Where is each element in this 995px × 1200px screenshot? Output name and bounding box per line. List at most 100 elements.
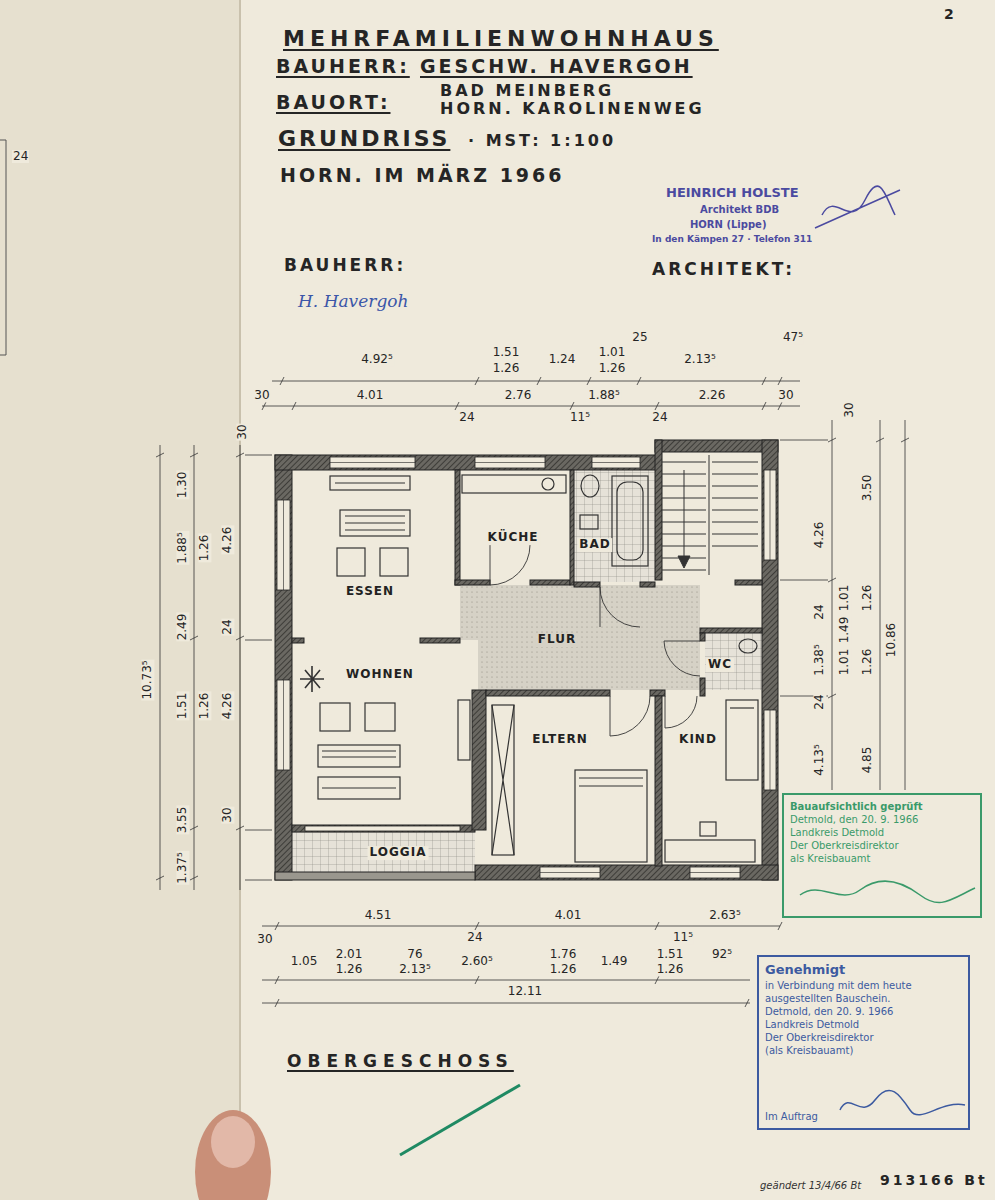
dimension-label: 1.26 — [198, 534, 211, 563]
approval-stamp: Genehmigtin Verbindung mit dem heute aus… — [757, 955, 970, 1130]
approval-stamp: Bauaufsichtlich geprüftDetmold, den 20. … — [782, 793, 982, 918]
dimension-label: 25 — [631, 331, 648, 344]
back-page-frame — [0, 140, 6, 355]
handwritten-name: H. Havergoh — [298, 292, 408, 312]
dimension-label: 1.49 — [838, 616, 851, 645]
stamp-text: Genehmigt — [765, 962, 962, 979]
dimension-label: 47⁵ — [782, 331, 804, 344]
dimension-label: 1.51 — [656, 948, 685, 961]
pen-stroke — [400, 1085, 520, 1155]
room-name: LOGGIA — [368, 846, 429, 860]
dimension-label: 2.49 — [176, 613, 189, 642]
loggia-parapet — [275, 872, 475, 880]
dimension-label: 1.76 — [549, 948, 578, 961]
room: WC — [705, 633, 762, 690]
dimension-label: 24 — [12, 150, 29, 163]
dimension-label: 1.26 — [598, 362, 627, 375]
dimension-label: 24 — [221, 618, 234, 635]
stamp-text: Bauaufsichtlich geprüft — [790, 800, 974, 813]
dimension-label: 24 — [651, 411, 668, 424]
dimension-label: 1.51 — [492, 346, 521, 359]
dimension-label: 24 — [813, 693, 826, 710]
heading-text: · MST: 1:100 — [468, 132, 616, 150]
room: BAD — [574, 470, 655, 582]
dimension-label: 2.26 — [698, 389, 727, 402]
room: ESSEN — [292, 470, 455, 638]
dimension-label: 4.92⁵ — [360, 353, 394, 366]
dimension-label: 1.26 — [656, 963, 685, 976]
dimension-label: 11⁵ — [672, 931, 694, 944]
dimension-label: 1.26 — [335, 963, 364, 976]
stamp-text: Landkreis Detmold — [765, 1018, 962, 1031]
dimension-label: 1.01 — [598, 346, 627, 359]
stamp-text: Der Oberkreisdirektor — [765, 1031, 962, 1044]
dimension-label: 2.13⁵ — [398, 963, 432, 976]
dimension-label: 4.01 — [356, 389, 385, 402]
architect-stamp-text: In den Kämpen 27 · Telefon 311 — [652, 234, 812, 244]
dimension-label: 1.37⁵ — [176, 851, 189, 885]
dimension-label: 30 — [236, 423, 249, 440]
dimension-label: 4.26 — [221, 526, 234, 555]
dimension-label: 1.88⁵ — [587, 389, 621, 402]
room-name: WOHNEN — [344, 668, 416, 682]
door-swings — [490, 545, 700, 736]
dimension-label: 30 — [777, 389, 794, 402]
back-page — [0, 0, 240, 1200]
dimension-label: 1.01 — [838, 584, 851, 613]
dimension-label: 2.01 — [335, 948, 364, 961]
dimension-label: 1.24 — [548, 353, 577, 366]
stamp-text: Der Oberkreisdirektor — [790, 839, 974, 852]
dimension-label: 3.55 — [176, 806, 189, 835]
room-name: BAD — [577, 538, 612, 552]
windows — [277, 457, 776, 878]
stamp-text: als Kreisbauamt — [790, 852, 974, 865]
dimension-label: 1.30 — [176, 471, 189, 500]
dimension-label: 11⁵ — [569, 411, 591, 424]
dimension-label: 4.26 — [813, 521, 826, 550]
heading-text: BAUHERR: — [284, 256, 406, 276]
dimension-label: 1.26 — [861, 648, 874, 677]
room-name: WC — [706, 658, 734, 672]
heading-text: GESCHW. HAVERGOH — [420, 56, 693, 78]
dimension-label: 30 — [253, 389, 270, 402]
furniture — [300, 475, 758, 862]
dimension-label: 2.76 — [504, 389, 533, 402]
dimension-label: 1.26 — [549, 963, 578, 976]
dimension-label: 4.13⁵ — [813, 743, 826, 777]
dimension-label: 10.86 — [885, 622, 898, 658]
thumb — [195, 1110, 271, 1200]
heading-text: OBERGESCHOSS — [287, 1052, 514, 1072]
room-name: FLUR — [536, 633, 578, 647]
room-name: KIND — [677, 733, 719, 747]
dimension-label: 3.50 — [861, 474, 874, 503]
dimension-label: 1.38⁵ — [813, 643, 826, 677]
heading-text: 913166 Bt — [880, 1172, 988, 1188]
architect-signature — [815, 186, 900, 228]
dimension-label: 2.63⁵ — [708, 909, 742, 922]
architect-stamp-text: HEINRICH HOLSTE — [666, 186, 799, 201]
room: KÜCHE — [460, 470, 570, 580]
stair — [662, 455, 758, 575]
dimension-label: 30 — [256, 933, 273, 946]
dimension-label: 24 — [458, 411, 475, 424]
room-name: ESSEN — [344, 585, 396, 599]
stamp-text: Landkreis Detmold — [790, 826, 974, 839]
room: LOGGIA — [292, 832, 475, 872]
heading-text: HORN. KAROLINENWEG — [440, 100, 705, 118]
sheet — [240, 0, 995, 1200]
dimension-label: 24 — [813, 603, 826, 620]
stamp-text: Detmold, den 20. 9. 1966 — [765, 1005, 962, 1018]
thumbnail — [211, 1116, 255, 1168]
heading-text: ARCHITEKT: — [652, 260, 795, 280]
room: WOHNEN — [292, 643, 472, 825]
title: MEHRFAMILIENWOHNHAUS — [283, 26, 719, 51]
dimension-label: 4.01 — [554, 909, 583, 922]
dimension-label: 2.13⁵ — [683, 353, 717, 366]
dimension-label: 1.26 — [492, 362, 521, 375]
dimension-label: 2.60⁵ — [460, 955, 494, 968]
room: KIND — [662, 696, 762, 865]
dimension-label: 1.49 — [600, 955, 629, 968]
room: FLUR — [460, 585, 700, 690]
dimension-label: 92⁵ — [711, 948, 733, 961]
dimension-label: 24 — [466, 931, 483, 944]
